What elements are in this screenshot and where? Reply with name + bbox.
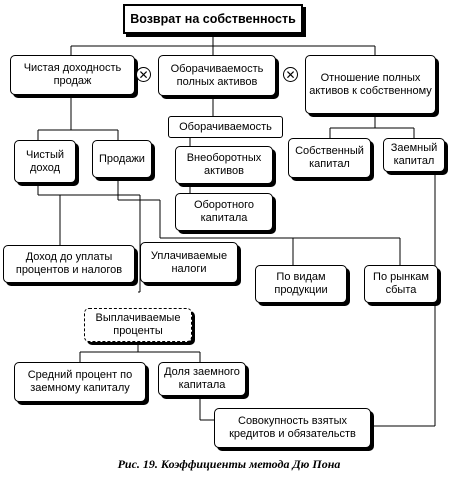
- debt-share-box: Доля заемного капитала: [158, 362, 246, 396]
- sales-label: Продажи: [99, 152, 145, 165]
- interest-paid-label: Выплачиваемые проценты: [95, 312, 181, 337]
- own-capital-box: Собственный капитал: [288, 138, 371, 178]
- net-margin-box: Чистая доходность продаж: [10, 55, 135, 95]
- figure-caption: Рис. 19. Коэффициенты метода Дю Пона: [117, 457, 341, 471]
- noncurrent-assets-box: Внеоборотных активов: [175, 146, 273, 184]
- loan-capital-label: Заемный капитал: [390, 142, 438, 167]
- multiply-icon: ✕: [136, 67, 151, 82]
- by-market-label: По рынкам сбыта: [373, 271, 429, 296]
- total-debt-label: Совокупность взятых кредитов и обязатель…: [229, 415, 356, 440]
- working-capital-label: Оборотного капитала: [193, 199, 255, 224]
- roe-label: Возврат на собственность: [130, 11, 296, 26]
- total-asset-turnover-box: Оборачиваемость полных активов: [158, 55, 276, 96]
- avg-interest-label: Средний процент по заемному капиталу: [27, 369, 133, 394]
- turnover-label: Оборачиваемость: [179, 120, 272, 133]
- ebit-label: Доход до уплаты процентов и налогов: [15, 251, 123, 276]
- by-product-box: По видам продукции: [255, 265, 347, 303]
- roe-box: Возврат на собственность: [123, 4, 303, 34]
- total-asset-turnover-label: Оборачиваемость полных активов: [170, 62, 264, 88]
- assets-to-equity-box: Отношение полных активов к собственному: [305, 55, 436, 114]
- by-product-label: По видам продукции: [274, 271, 328, 296]
- taxes-paid-label: Уплачиваемые налоги: [150, 249, 228, 275]
- loan-capital-box: Заемный капитал: [383, 138, 445, 172]
- assets-to-equity-label: Отношение полных активов к собственному: [309, 71, 432, 97]
- noncurrent-assets-label: Внеоборотных активов: [186, 152, 262, 177]
- working-capital-box: Оборотного капитала: [175, 193, 273, 231]
- avg-interest-box: Средний процент по заемному капиталу: [14, 362, 146, 402]
- net-income-box: Чистый доход: [14, 140, 76, 183]
- total-debt-box: Совокупность взятых кредитов и обязатель…: [214, 408, 371, 448]
- net-margin-label: Чистая доходность продаж: [23, 62, 122, 87]
- ebit-box: Доход до уплаты процентов и налогов: [3, 245, 135, 283]
- sales-box: Продажи: [92, 140, 152, 178]
- turnover-box: Оборачиваемость: [168, 116, 283, 138]
- own-capital-label: Собственный капитал: [295, 145, 364, 170]
- taxes-paid-box: Уплачиваемые налоги: [140, 242, 238, 283]
- net-income-label: Чистый доход: [25, 148, 65, 174]
- interest-paid-box: Выплачиваемые проценты: [84, 308, 192, 342]
- multiply-icon-2: ✕: [283, 67, 298, 82]
- by-market-box: По рынкам сбыта: [364, 265, 438, 303]
- debt-share-label: Доля заемного капитала: [164, 366, 240, 391]
